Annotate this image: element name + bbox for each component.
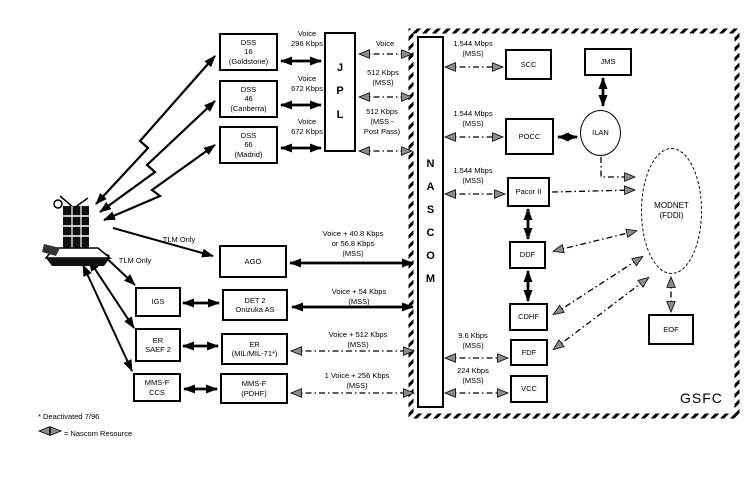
node-modnet: MODNET (FDDI) <box>641 148 702 274</box>
label-nascom-pocc: 1.544 Mbps (MSS) <box>453 109 493 128</box>
label-nascom-fdf: 9.6 Kbps (MSS) <box>458 331 488 350</box>
sat-dss66-link <box>103 144 216 222</box>
node-ddf: DDF <box>509 241 546 269</box>
label-tlm-only-ago: TLM Only <box>162 235 196 244</box>
satellite-icon <box>42 195 113 266</box>
label-ago-nascom: Voice + 40.8 Kbps or 56.8 Kbps (MSS) <box>322 229 384 258</box>
node-fdf: FDF <box>510 339 548 366</box>
node-mmsf-ccs: MMS-F CCS <box>133 373 181 402</box>
label-nascom-pacor2: 1.544 Mbps (MSS) <box>453 166 493 185</box>
label-dss16-jpl: Voice 296 Kbps <box>291 29 323 48</box>
label-jpl-nascom-512: 512 Kbps (MSS) <box>367 68 399 87</box>
node-eof: EOF <box>648 314 694 345</box>
gsfc-boundary <box>408 28 740 419</box>
node-nascom: NASCOM <box>417 36 444 408</box>
sat-ago-link <box>112 227 214 258</box>
ddf-modnet-link <box>554 231 636 251</box>
label-er-nascom: Voice + 512 Kbps (MSS) <box>328 330 388 349</box>
gsfc-label: GSFC <box>680 390 723 406</box>
sat-mmsfccs-link <box>82 264 133 372</box>
sat-dss16-link <box>95 55 216 205</box>
label-jpl-nascom-512post: 512 Kbps (MSS - Post Pass) <box>363 107 401 136</box>
legend-nascom-resource: = Nascom Resource <box>64 429 132 438</box>
node-er-saef2: ER SAEF 2 <box>135 328 181 362</box>
label-tlm-only-igs: TLM Only <box>118 256 152 265</box>
label-det2-nascom: Voice + 54 Kbps (MSS) <box>331 287 387 306</box>
legend: * Deactivated 7/96 <box>38 412 99 421</box>
node-pacor2: Pacor II <box>507 177 550 207</box>
node-dss66: DSS 66 (Madrid) <box>219 126 278 164</box>
label-nascom-scc: 1.544 Mbps (MSS) <box>453 39 493 58</box>
node-vcc: VCC <box>510 375 548 403</box>
legend-deactivated-note: * Deactivated 7/96 <box>38 412 100 421</box>
ilan-modnet-link <box>600 157 634 177</box>
node-det2: DET 2 Onizuka AS <box>222 289 288 321</box>
pacor2-modnet-link <box>551 190 634 192</box>
node-igs: IGS <box>135 287 181 317</box>
node-dss46: DSS 46 (Canberra) <box>219 80 278 118</box>
node-ago: AGO <box>219 245 287 278</box>
node-cdhf: CDHF <box>509 303 548 331</box>
label-dss66-jpl: Voice 672 Kbps <box>291 117 323 136</box>
node-jpl: JPL <box>324 32 356 152</box>
label-nascom-vcc: 224 Kbps (MSS) <box>457 366 489 385</box>
node-ilan: ILAN <box>580 110 621 156</box>
node-jms: JMS <box>584 48 632 76</box>
label-mmsf-nascom: 1 Voice + 256 Kbps (MSS) <box>324 371 390 390</box>
node-mmsf-pdhf: MMS-F (PDHF) <box>220 373 288 404</box>
label-jpl-nascom-voice: Voice <box>375 39 395 48</box>
node-er-mil: ER (MIL/MIL-71*) <box>221 333 288 365</box>
cdhf-modnet-link <box>554 257 642 314</box>
fdf-modnet-link <box>554 278 648 349</box>
node-scc: SCC <box>505 49 552 80</box>
legend-nascom-resource-text: = Nascom Resource <box>64 429 133 438</box>
label-dss46-jpl: Voice 672 Kbps <box>291 74 323 93</box>
node-pocc: POCC <box>505 118 554 155</box>
node-dss16: DSS 16 (Goldstone) <box>219 33 278 71</box>
